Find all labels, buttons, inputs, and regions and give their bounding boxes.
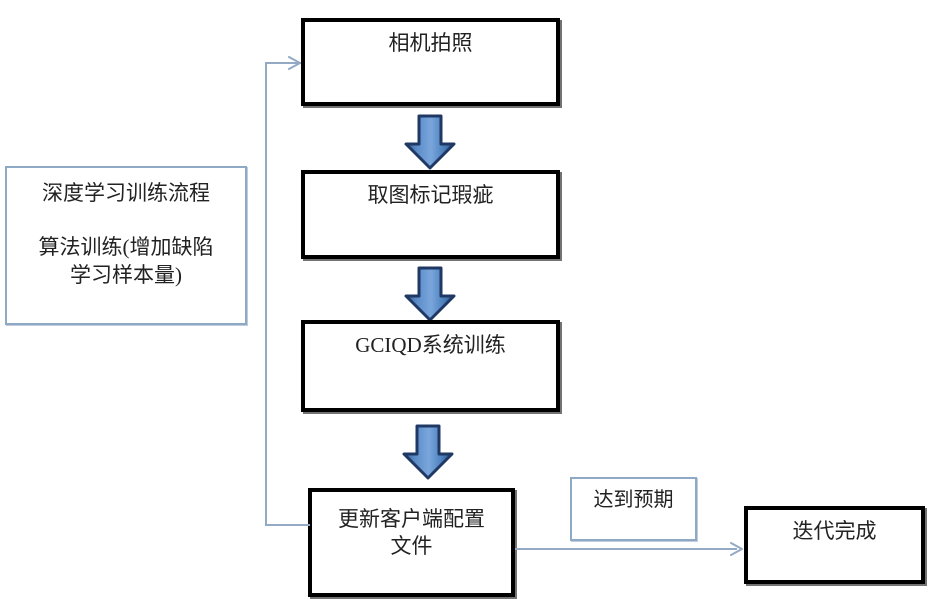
node-iteration-complete[interactable]: 迭代完成 [744, 506, 925, 584]
sidebar-title-text: 深度学习训练流程 [42, 181, 210, 205]
feedback-loop-arrowhead-icon [288, 56, 302, 70]
sidebar-panel: 深度学习训练流程 算法训练(增加缺陷 学习样本量) [5, 166, 247, 325]
node-train-label: GCIQD系统训练 [355, 333, 506, 357]
feedback-loop-segment-bottom [265, 524, 310, 526]
node-camera[interactable]: 相机拍照 [301, 18, 560, 106]
node-iteration-complete-label: 迭代完成 [792, 519, 877, 543]
sidebar-body-text: 算法训练(增加缺陷 学习样本量) [38, 235, 214, 287]
node-annotate-label: 取图标记瑕疵 [367, 183, 494, 207]
to-done-connector-line [515, 548, 737, 550]
node-train[interactable]: GCIQD系统训练 [301, 320, 560, 412]
node-annotate[interactable]: 取图标记瑕疵 [301, 170, 560, 259]
down-block-arrow-1 [402, 114, 458, 170]
down-block-arrow-3 [400, 424, 456, 480]
node-update-config[interactable]: 更新客户端配置 文件 [308, 488, 515, 597]
node-update-config-label: 更新客户端配置 文件 [338, 507, 485, 559]
to-done-arrowhead-icon [730, 542, 744, 556]
down-block-arrow-2 [402, 266, 458, 322]
node-camera-label: 相机拍照 [388, 31, 473, 55]
node-expectation-met[interactable]: 达到预期 [570, 477, 697, 541]
feedback-loop-segment-top [265, 62, 301, 64]
node-expectation-met-label: 达到预期 [593, 489, 674, 511]
feedback-loop-segment-vertical [265, 62, 267, 526]
